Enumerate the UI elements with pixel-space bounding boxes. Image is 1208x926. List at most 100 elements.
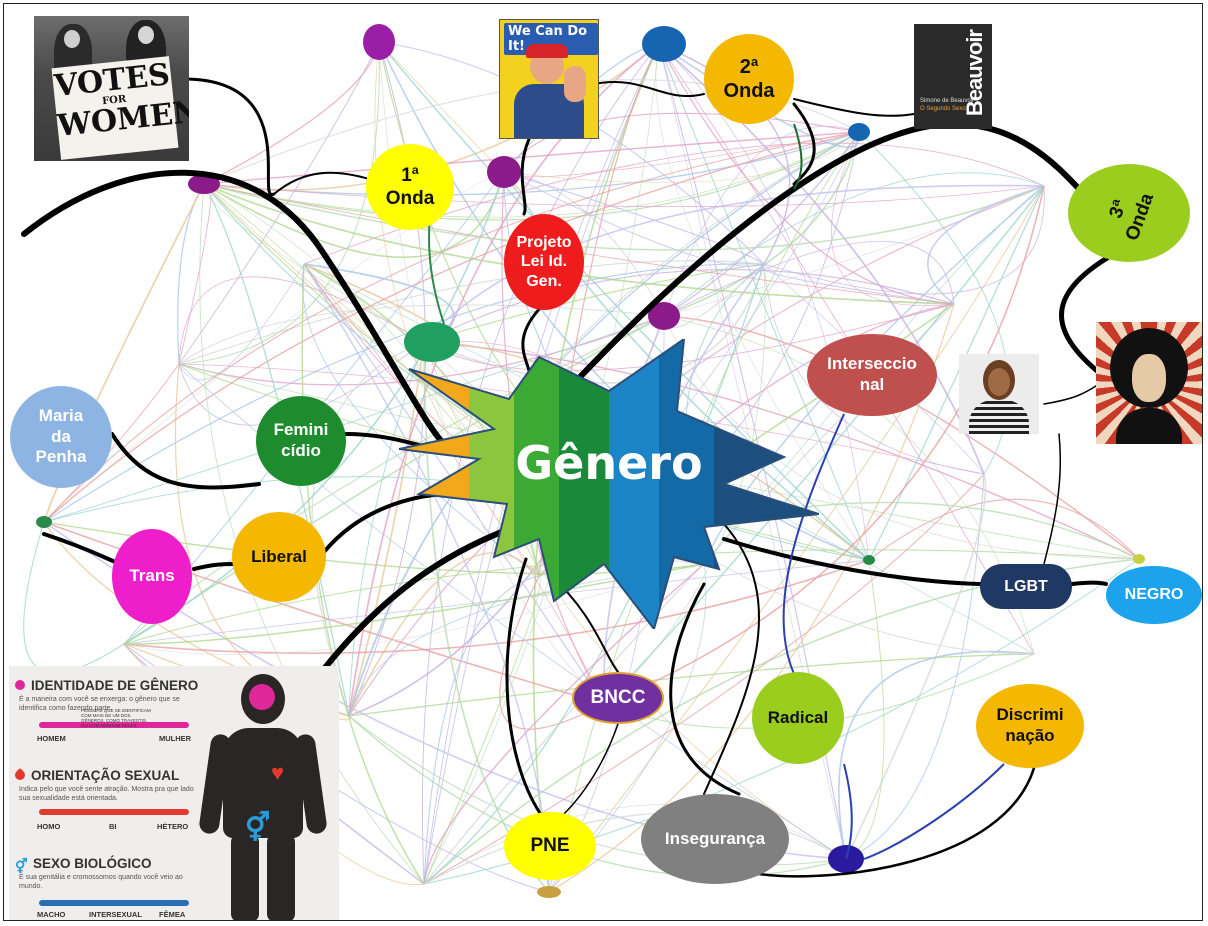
book-title: O Segundo Sexo (920, 106, 966, 112)
background-edge (423, 804, 847, 885)
background-edge (178, 263, 305, 381)
small-node (36, 516, 52, 528)
main-edges (21, 77, 1117, 878)
identidade-mid: PESSOAS QUE SE IDENTIFICAM COM MAIS DE U… (81, 708, 151, 728)
node-negro[interactable]: NEGRO (1106, 566, 1202, 624)
background-edge (178, 363, 847, 860)
background-edge (927, 185, 1045, 305)
main-edge (1070, 580, 1108, 586)
background-edge (703, 185, 1045, 565)
background-edge (503, 171, 765, 265)
book-author: Simone de Beauvoir (920, 98, 975, 104)
background-edge (178, 180, 212, 365)
main-edge (593, 80, 705, 98)
book-spine-text: Beauvoir (962, 30, 987, 117)
background-edge (760, 263, 955, 305)
afro-portrait-poster (1096, 322, 1202, 444)
background-edge (658, 43, 1035, 655)
background-edge (499, 575, 605, 730)
background-edge (503, 112, 860, 173)
background-edge (178, 276, 425, 365)
node-bncc[interactable]: BNCC (572, 672, 664, 724)
background-edge (423, 303, 955, 372)
background-edge (858, 131, 1010, 475)
center-label: Gênero (515, 436, 703, 490)
sexo-desc: É sua genitália e cromossomos quando voc… (19, 874, 183, 890)
background-edge (655, 43, 870, 561)
node-onda1[interactable]: 1ª Onda (366, 144, 454, 230)
background-edge (503, 171, 765, 267)
background-edge (203, 183, 1045, 251)
main-edge (21, 169, 447, 447)
node-trans[interactable]: Trans (112, 529, 192, 624)
colored-edge (793, 123, 803, 190)
background-edge (301, 263, 425, 885)
background-edge (423, 268, 955, 343)
background-edge (503, 131, 860, 184)
main-edge (42, 532, 126, 566)
small-node (642, 26, 686, 62)
main-edge (1043, 433, 1062, 565)
main-edge (563, 723, 619, 815)
main-edge (793, 98, 915, 117)
gender-infographic: IDENTIDADE DE GÊNERO É a maneira com voc… (9, 666, 339, 920)
main-edge (722, 537, 982, 586)
background-edge (123, 171, 505, 645)
orientacao-desc: Indica pelo que você sente atração. Most… (19, 786, 194, 802)
diagram-frame: VOTES FOR WOMEN We Can Do It! Simone de … (3, 3, 1203, 921)
node-lgbt[interactable]: LGBT (980, 564, 1072, 609)
background-edge (548, 303, 955, 893)
background-edge (123, 563, 705, 655)
background-edge (548, 185, 1045, 893)
identidade-desc: É a maneira com você se enxerga: o gêner… (19, 696, 180, 712)
orientacao-mid: BI (109, 822, 117, 831)
identidade-title: IDENTIDADE DE GÊNERO (31, 678, 199, 693)
main-edge (520, 137, 531, 216)
main-edge (273, 171, 370, 195)
background-edge (845, 473, 987, 860)
node-maria-da-penha[interactable]: Maria da Penha (10, 386, 112, 488)
main-edge (757, 766, 1036, 878)
background-edge (830, 131, 955, 306)
background-edge (203, 183, 350, 717)
main-edge (505, 557, 546, 821)
background-edge (203, 183, 1045, 208)
node-radical[interactable]: Radical (752, 672, 844, 764)
background-edge (423, 184, 1045, 343)
sexo-right: FÊMEA (159, 910, 186, 919)
node-feminicidio[interactable]: Femini cídio (256, 396, 346, 486)
background-edge (203, 41, 380, 185)
background-edge (663, 240, 955, 317)
small-node (188, 174, 220, 194)
node-pne[interactable]: PNE (504, 812, 596, 880)
node-onda2[interactable]: 2ª Onda (704, 34, 794, 124)
small-node (404, 322, 460, 362)
background-edge (868, 185, 1045, 561)
background-edge (868, 498, 1140, 561)
background-edge (658, 43, 791, 265)
background-edge (845, 473, 985, 860)
segundo-sexo-book: Simone de Beauvoir O Segundo Sexo Beauvo… (914, 24, 992, 129)
background-edge (763, 185, 1045, 295)
small-node (648, 302, 680, 330)
background-edge (43, 131, 860, 523)
background-edge (423, 263, 765, 885)
node-interseccional[interactable]: Interseccio nal (807, 334, 937, 416)
sexo-mid: INTERSEXUAL (89, 910, 142, 919)
node-inseguranca[interactable]: Insegurança (641, 794, 789, 884)
background-edge (423, 563, 705, 885)
main-edge (192, 562, 238, 571)
node-discriminacao[interactable]: Discrimi nação (976, 684, 1084, 768)
woman-portrait-photo (959, 354, 1039, 434)
votes-for-women-photo: VOTES FOR WOMEN (34, 16, 189, 161)
main-edge (110, 432, 261, 490)
background-edge (423, 575, 541, 885)
colored-edge (863, 763, 1005, 860)
background-edge (43, 131, 860, 523)
node-liberal[interactable]: Liberal (232, 512, 326, 602)
main-edge (703, 523, 760, 795)
background-edge (348, 552, 540, 717)
sexo-left: MACHO (37, 910, 66, 919)
node-onda3[interactable]: 3ª Onda (1068, 164, 1190, 262)
node-projeto-lei[interactable]: Projeto Lei Id. Gen. (504, 214, 584, 310)
